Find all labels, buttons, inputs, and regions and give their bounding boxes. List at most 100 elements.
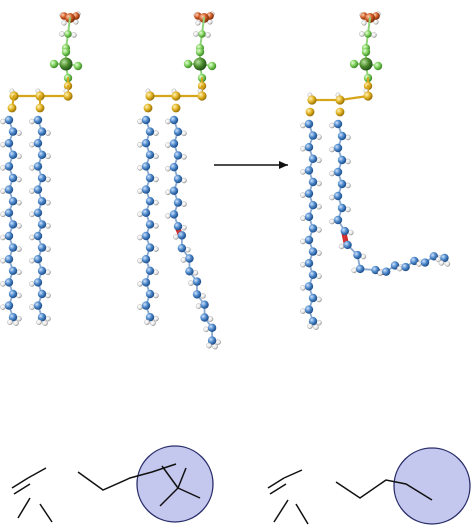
carbon-atom bbox=[308, 293, 318, 303]
saturated-phospholipid-model bbox=[0, 11, 83, 326]
carbon-atom bbox=[37, 243, 47, 252]
carbon-atom bbox=[141, 208, 151, 217]
carbon-atom bbox=[37, 289, 47, 299]
oxygen-atom bbox=[373, 61, 383, 71]
carbon-atom bbox=[8, 127, 18, 136]
glycerol-atom bbox=[335, 95, 345, 105]
schematic-bond bbox=[177, 487, 201, 499]
carbon-atom bbox=[8, 150, 18, 159]
schematic-bond bbox=[267, 477, 285, 489]
carbon-atom bbox=[337, 131, 347, 141]
hydrogen-atom bbox=[193, 31, 199, 37]
carbon-atom bbox=[8, 243, 18, 252]
carbon-atom bbox=[141, 301, 151, 310]
oxygen-atom bbox=[349, 59, 359, 69]
carbon-atom bbox=[304, 143, 314, 152]
hydrogen-atom bbox=[7, 319, 13, 325]
oxygen-atom bbox=[61, 47, 71, 57]
carbon-atom bbox=[145, 289, 155, 299]
carbon-atom bbox=[308, 270, 318, 279]
carbon-atom bbox=[33, 301, 43, 310]
carbon-atom bbox=[401, 262, 410, 272]
glycerol-atom bbox=[197, 91, 207, 101]
carbon-atom bbox=[333, 215, 343, 225]
carbon-atom bbox=[381, 267, 391, 276]
carbon-atom bbox=[169, 163, 179, 172]
carbon-atom bbox=[169, 210, 179, 219]
carbon-atom bbox=[192, 290, 202, 299]
carbon-atom bbox=[8, 173, 18, 183]
carbon-atom bbox=[333, 143, 343, 153]
carbon-atom bbox=[308, 154, 318, 163]
hydrogen-atom bbox=[438, 260, 445, 266]
carbon-atom bbox=[304, 282, 314, 291]
carbon-atom bbox=[8, 313, 18, 322]
hydrogen-atom bbox=[144, 319, 150, 325]
carbon-atom bbox=[141, 115, 151, 125]
glycerol-atom bbox=[171, 91, 181, 101]
schematic-double-bond bbox=[13, 483, 31, 495]
carbon-atom bbox=[141, 278, 151, 287]
glycerol-atom bbox=[63, 91, 73, 101]
carbon-atom bbox=[4, 162, 14, 171]
ester-oxygen-atom bbox=[143, 103, 153, 113]
carbon-atom bbox=[304, 305, 314, 314]
hydrogen-atom bbox=[212, 343, 218, 350]
hydrogen-atom bbox=[150, 320, 156, 326]
carbon-atom bbox=[340, 226, 349, 236]
schematic-bond bbox=[177, 467, 187, 489]
hydrogen-atom bbox=[71, 32, 77, 38]
schematic-bond bbox=[39, 503, 53, 523]
carbon-atom bbox=[308, 201, 318, 210]
schematic-double-bond bbox=[269, 483, 287, 495]
carbon-atom bbox=[145, 197, 155, 206]
carbon-atom bbox=[37, 150, 47, 159]
carbon-atom bbox=[145, 127, 155, 136]
carbon-atom bbox=[141, 255, 151, 264]
carbon-atom bbox=[333, 191, 343, 201]
carbon-atom bbox=[356, 264, 365, 274]
mono-unsaturated-phospholipid-model bbox=[137, 11, 221, 350]
carbon-atom bbox=[308, 317, 318, 326]
glycerol-atom bbox=[363, 91, 373, 101]
oxygen-atom bbox=[195, 47, 205, 57]
carbon-atom bbox=[308, 247, 318, 256]
carbon-atom bbox=[37, 220, 47, 229]
carbon-atom bbox=[308, 224, 318, 233]
carbon-atom bbox=[440, 253, 449, 263]
carbon-atom bbox=[37, 127, 47, 136]
carbon-atom bbox=[145, 220, 155, 229]
carbon-atom bbox=[304, 119, 314, 129]
carbon-atom bbox=[33, 185, 43, 194]
hydrogen-atom bbox=[444, 261, 451, 267]
carbon-atom bbox=[141, 162, 151, 171]
carbon-atom bbox=[364, 30, 372, 38]
schematic-bond-path bbox=[335, 479, 433, 501]
schematic-bond bbox=[27, 467, 47, 479]
hydrogen-atom bbox=[13, 320, 19, 326]
carbon-atom bbox=[173, 174, 183, 184]
carbon-atom bbox=[141, 139, 151, 148]
hydrogen-atom bbox=[206, 342, 212, 349]
carbon-atom bbox=[145, 173, 155, 183]
phosphorus-atom bbox=[359, 57, 373, 71]
carbon-atom bbox=[420, 258, 430, 267]
schematic-bond bbox=[159, 487, 179, 507]
hydrogen-atom bbox=[361, 20, 367, 26]
hydrogen-atom bbox=[205, 32, 211, 38]
carbon-atom bbox=[145, 266, 155, 275]
carbon-atom bbox=[4, 301, 14, 310]
carbon-atom bbox=[343, 240, 352, 250]
carbon-atom bbox=[169, 139, 179, 148]
glycerol-atom bbox=[145, 91, 155, 101]
ester-oxygen-atom bbox=[7, 103, 17, 113]
carbon-atom bbox=[337, 203, 347, 213]
carbon-atom bbox=[8, 220, 18, 229]
oxygen-atom bbox=[361, 47, 371, 57]
carbon-atom bbox=[169, 186, 179, 195]
schematic-saturated bbox=[11, 445, 214, 523]
carbon-atom bbox=[304, 212, 314, 221]
carbon-atom bbox=[304, 259, 314, 268]
hydrogen-atom bbox=[42, 320, 48, 326]
hydrogen-atom bbox=[359, 31, 365, 37]
